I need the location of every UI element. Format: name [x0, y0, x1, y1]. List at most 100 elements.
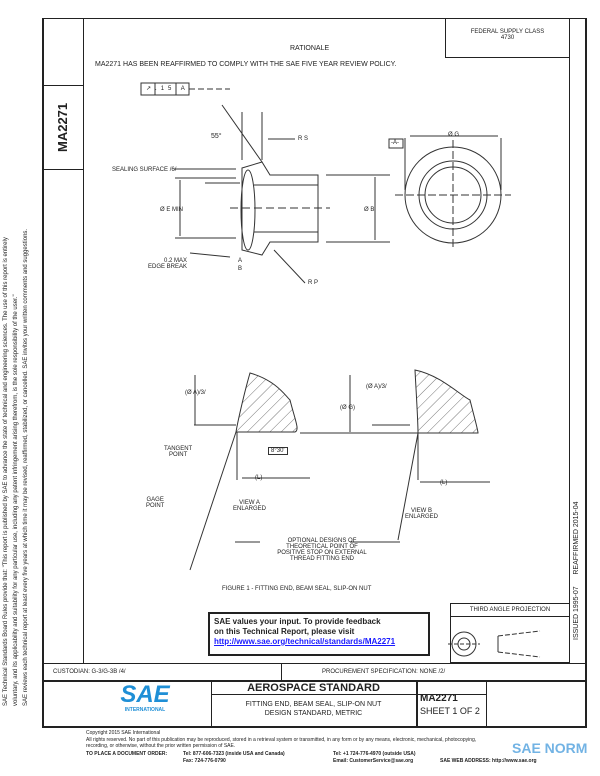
gage-line-1: GAGE	[146, 497, 164, 503]
footer: Copyright 2015 SAE International All rig…	[86, 730, 476, 750]
feedback-line-1: SAE values your input. To provide feedba…	[214, 617, 381, 626]
dia-a-left-text: (Ø A)	[185, 390, 200, 396]
optional-line-1: OPTIONAL DESIGNS OF	[287, 538, 357, 544]
sae-logo-sub: INTERNATIONAL	[124, 707, 166, 713]
feedback-line-2: on this Technical Report, please visit	[214, 627, 355, 636]
edge-break-line-2: EDGE BREAK	[148, 264, 188, 270]
web-address[interactable]: SAE WEB ADDRESS: http://www.sae.org	[440, 758, 537, 764]
sae-logo-text: SAE	[120, 681, 170, 708]
optional-designs-note: OPTIONAL DESIGNS OF THEORETICAL POINT OF…	[262, 538, 382, 562]
sealing-surface-label: SEALING SURFACE /6/	[112, 167, 176, 173]
frame-divider	[83, 18, 84, 663]
view-a-line-2: ENLARGED	[233, 506, 267, 512]
title-divider-1	[211, 680, 212, 728]
angle-label: 55°	[211, 133, 222, 140]
sheet-number: SHEET 1 OF 2	[420, 706, 480, 716]
view-a-marker: A	[238, 258, 243, 264]
title-divider-5	[486, 680, 487, 728]
view-a-detail	[189, 372, 310, 571]
title-divider-3	[416, 680, 418, 728]
projection-box: THIRD ANGLE PROJECTION	[450, 603, 570, 663]
dia-a-right-label: (Ø A)/3/	[366, 384, 387, 390]
datum-ref: A	[180, 86, 189, 92]
tangent-line-2: POINT	[168, 452, 188, 458]
end-view	[388, 135, 511, 250]
view-b-line-1: VIEW B	[411, 508, 433, 514]
rights-line-2: recording, or otherwise, without the pri…	[86, 743, 236, 749]
aerospace-standard-title: AEROSPACE STANDARD	[247, 682, 380, 694]
procurement-text: PROCUREMENT SPECIFICATION: NONE /2/	[322, 669, 446, 675]
optional-line-2: THEORETICAL POINT OF	[286, 544, 358, 550]
gage-line-2: POINT	[146, 503, 165, 509]
tel-us: Tel: 877-606-7323 (inside USA and Canada…	[183, 751, 285, 757]
title-line-1: FITTING END, BEAM SEAL, SLIP-ON NUT	[245, 701, 382, 708]
angle-box: 8°30'	[268, 447, 288, 455]
fsc-box: FEDERAL SUPPLY CLASS 4730	[445, 18, 570, 58]
order-phone: Tel: 877-606-7323 (inside USA and Canada…	[183, 751, 285, 765]
sealing-surface-text: SEALING SURFACE	[112, 167, 169, 173]
rights-line-1: All rights reserved. No part of this pub…	[86, 736, 477, 743]
sae-logo: SAE INTERNATIONAL	[115, 681, 175, 714]
dia-g-paren-label: (Ø G)	[340, 405, 355, 411]
procurement-cell: PROCUREMENT SPECIFICATION: NONE /2/	[281, 663, 587, 681]
fax: Fax: 724-776-0790	[183, 758, 226, 764]
title-divider-2	[211, 694, 416, 695]
title-doc-number: MA2271	[420, 693, 458, 704]
title-line-2: DESIGN STANDARD, METRIC	[264, 710, 363, 717]
tolerance-frame-text: ↗.15 A	[146, 85, 189, 92]
copyright: Copyright 2015 SAE International	[86, 730, 161, 736]
title-block	[42, 680, 587, 728]
custodian-text: CUSTODIAN: G-3/G-3B /4/	[53, 669, 126, 675]
optional-line-3: POSITIVE STOP ON EXTERNAL	[277, 550, 367, 556]
runout-symbol: ↗	[146, 86, 156, 92]
view-b-marker: B	[238, 266, 243, 272]
rationale-text: MA2271 HAS BEEN REAFFIRMED TO COMPLY WIT…	[95, 61, 397, 68]
view-a-line-1: VIEW A	[239, 500, 260, 506]
projection-symbol	[448, 630, 541, 658]
order-contact: Tel: +1 724-776-4970 (outside USA) Email…	[333, 751, 416, 765]
l-dim-right: (L)	[440, 480, 448, 486]
dia-b-label: Ø B	[364, 207, 375, 213]
fitting-side-view	[174, 104, 390, 284]
dia-a-left-label: (Ø A)/3/	[185, 390, 206, 396]
dia-g-label: Ø G	[448, 132, 460, 138]
feedback-link[interactable]: http://www.sae.org/technical/standards/M…	[214, 637, 396, 646]
custodian-cell: CUSTODIAN: G-3/G-3B /4/	[42, 663, 282, 681]
issue-strip-divider	[569, 18, 570, 663]
datum-a-label: -A-	[391, 140, 399, 146]
dia-a-right-text: (Ø A)	[366, 384, 381, 390]
edge-break-line-1: 0.2 MAX	[164, 258, 188, 264]
title-divider-4	[416, 694, 486, 695]
view-b-line-2: ENLARGED	[405, 514, 439, 520]
sealing-note: /6/	[169, 167, 177, 173]
rationale-title: RATIONALE	[290, 45, 330, 52]
side-number-box: MA2271	[42, 85, 84, 170]
note3-right: /3/	[380, 384, 387, 390]
e-min-label: Ø E MIN	[160, 207, 184, 213]
watermark: SAE NORM	[512, 740, 588, 756]
optional-line-4: THREAD FITTING END	[290, 556, 354, 562]
view-b-detail	[235, 369, 490, 543]
feedback-box: SAE values your input. To provide feedba…	[208, 612, 430, 656]
order-label: TO PLACE A DOCUMENT ORDER:	[86, 751, 168, 757]
radius-s-label: R S	[298, 136, 309, 142]
tolerance-frame	[140, 82, 230, 96]
document-title: FITTING END, BEAM SEAL, SLIP-ON NUT DESI…	[211, 700, 416, 718]
tangent-line-1: TANGENT	[164, 446, 193, 452]
tolerance-value: .15	[155, 86, 176, 92]
figure-caption: FIGURE 1 - FITTING END, BEAM SEAL, SLIP-…	[222, 586, 372, 592]
projection-title: THIRD ANGLE PROJECTION	[451, 604, 569, 617]
fsc-value: 4730	[500, 35, 515, 41]
email[interactable]: Email: CustomerService@sae.org	[333, 758, 414, 764]
tel-intl: Tel: +1 724-776-4970 (outside USA)	[333, 751, 416, 757]
note3-left: /3/	[199, 390, 206, 396]
radius-p-label: R P	[308, 280, 319, 286]
l-dim-left: (L)	[255, 475, 263, 481]
